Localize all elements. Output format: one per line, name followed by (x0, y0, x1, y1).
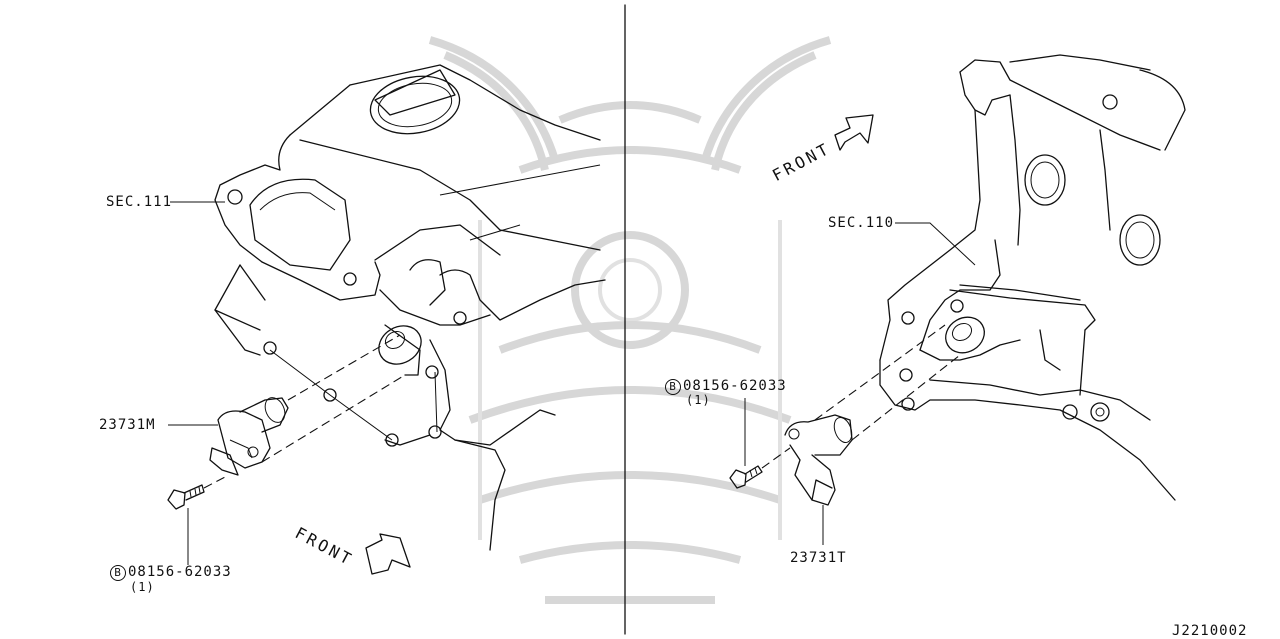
left-engine-block (214, 64, 606, 551)
bolt-marker-icon: B (665, 379, 681, 395)
right-engine-block (879, 54, 1186, 501)
assembly-line-right-3 (761, 447, 791, 469)
right-section-label: SEC.110 (828, 215, 895, 231)
right-sensor-part-number: 23731T (790, 550, 847, 566)
left-section-label: SEC.111 (106, 194, 173, 210)
watermark-emblem (428, 36, 832, 604)
right-bolt-part-number: 08156-62033 (683, 378, 787, 394)
crank-sensor-23731m (209, 397, 289, 476)
diagram-code: J2210002 (1172, 623, 1248, 639)
left-sensor-part-number: 23731M (99, 417, 156, 433)
assembly-line-right-1 (814, 324, 946, 421)
front-arrow-left-icon (365, 533, 411, 575)
bolt-08156-62033-right (729, 465, 763, 489)
cam-sensor-23731t (784, 414, 853, 506)
assembly-line-left-3 (203, 476, 226, 489)
assembly-line-right-2 (851, 354, 961, 441)
right-bolt-quantity: (1) (686, 393, 711, 407)
front-arrow-right-icon (834, 114, 874, 151)
assembly-line-left-1 (287, 334, 401, 401)
bolt-08156-62033-left (167, 484, 205, 510)
leader-sec110 (895, 222, 976, 266)
left-bolt-part-number: 08156-62033 (128, 564, 232, 580)
left-bolt-quantity: (1) (130, 580, 155, 594)
bolt-marker-icon: B (110, 565, 126, 581)
